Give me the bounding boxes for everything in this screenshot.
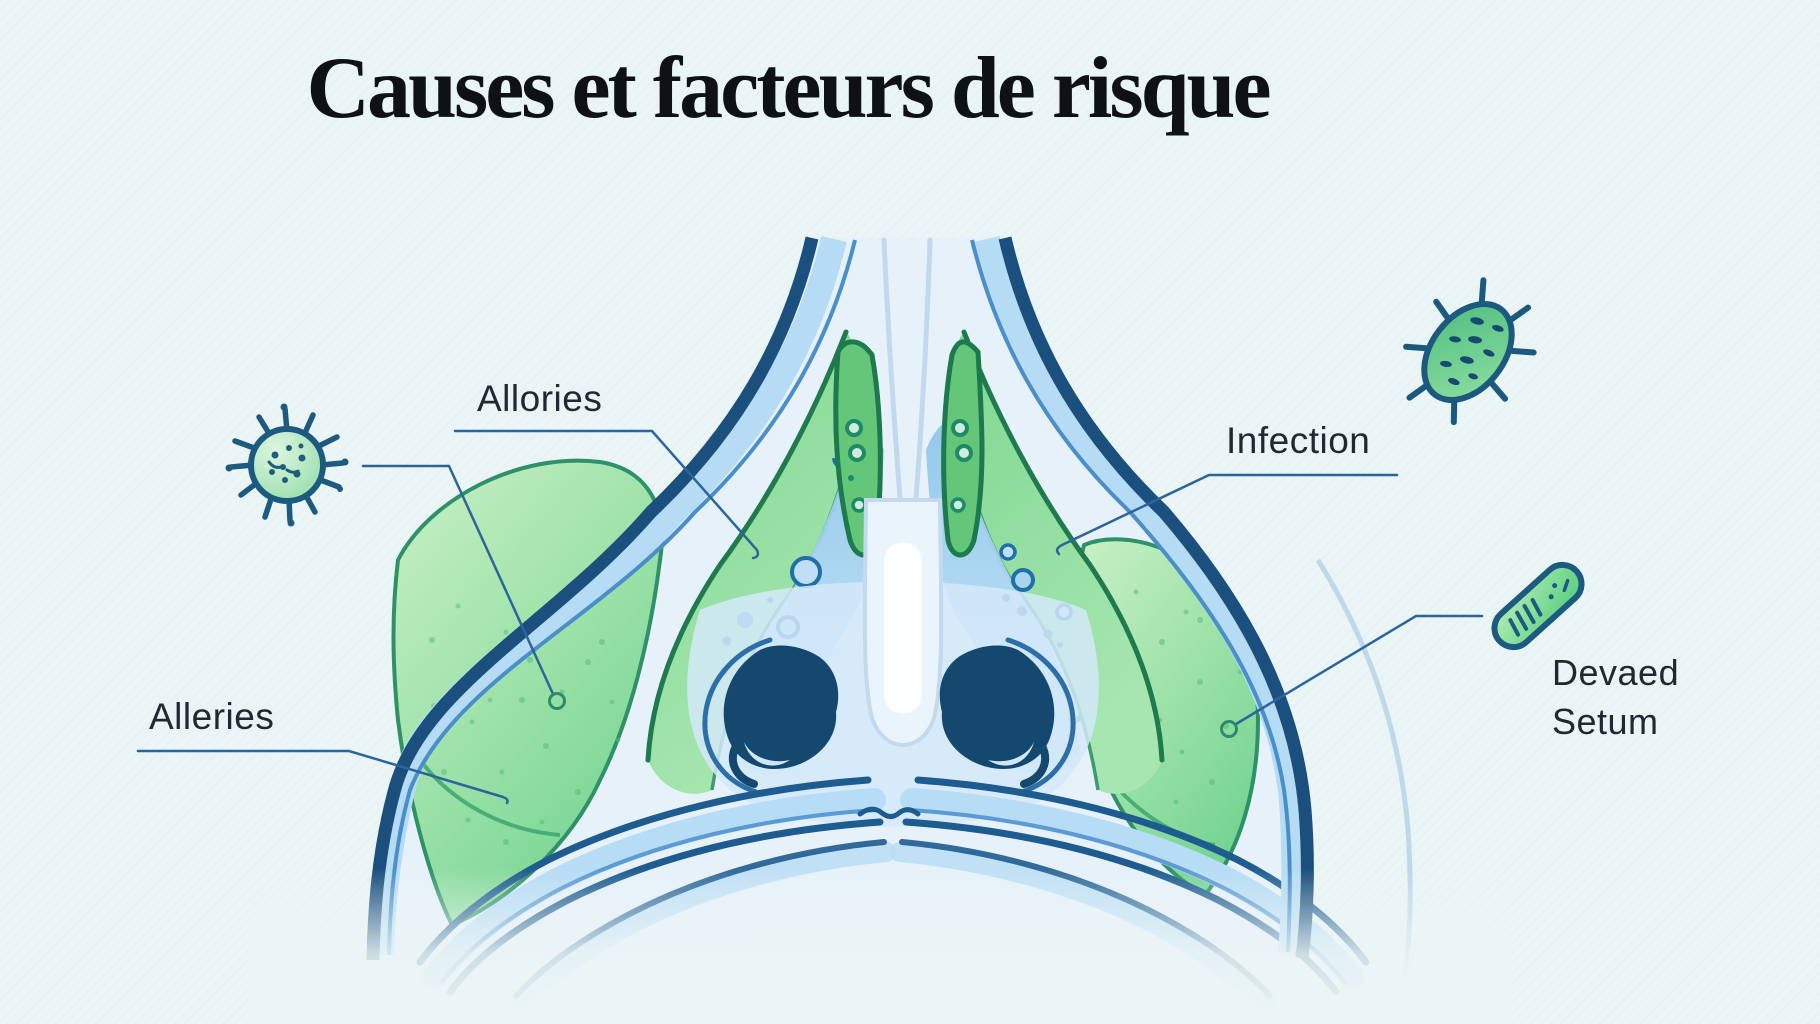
- right-nostril: [939, 637, 1076, 795]
- label-infection: Infection: [1226, 420, 1371, 461]
- page-title: Causes et facteurs de risque: [306, 40, 1271, 137]
- pointer-lines: [136, 429, 1484, 805]
- bacterium-icon: [1403, 277, 1537, 426]
- label-allergies-left: Alleries: [149, 696, 275, 737]
- nasal-septum: [881, 237, 933, 501]
- left-nostril: [702, 637, 839, 795]
- label-allergies-top: Allories: [477, 378, 603, 419]
- philtrum-notch: [857, 806, 921, 819]
- label-deviated-septum-line2: Setum: [1552, 701, 1659, 742]
- label-deviated-septum: Devaed Setum: [1552, 648, 1679, 746]
- deviated-septum-pointer-end: [1220, 720, 1238, 738]
- left-cheek-arc: [366, 236, 857, 961]
- virus-pointer: [361, 464, 555, 696]
- infection-pointer: [1055, 473, 1399, 556]
- bottom-fade: [250, 868, 1510, 1024]
- allergies-top-pointer: [453, 429, 760, 560]
- virus-icon: [225, 403, 349, 527]
- left-ala-outline: [702, 637, 773, 795]
- bacillus-icon: [1491, 561, 1585, 651]
- allergies-left-pointer: [136, 749, 509, 805]
- label-deviated-septum-line1: Devaed: [1552, 652, 1680, 693]
- columella: [862, 498, 944, 747]
- deviated-septum-pointer: [1234, 614, 1484, 726]
- virus-pointer-end: [548, 692, 566, 710]
- right-turbinate: [941, 339, 985, 558]
